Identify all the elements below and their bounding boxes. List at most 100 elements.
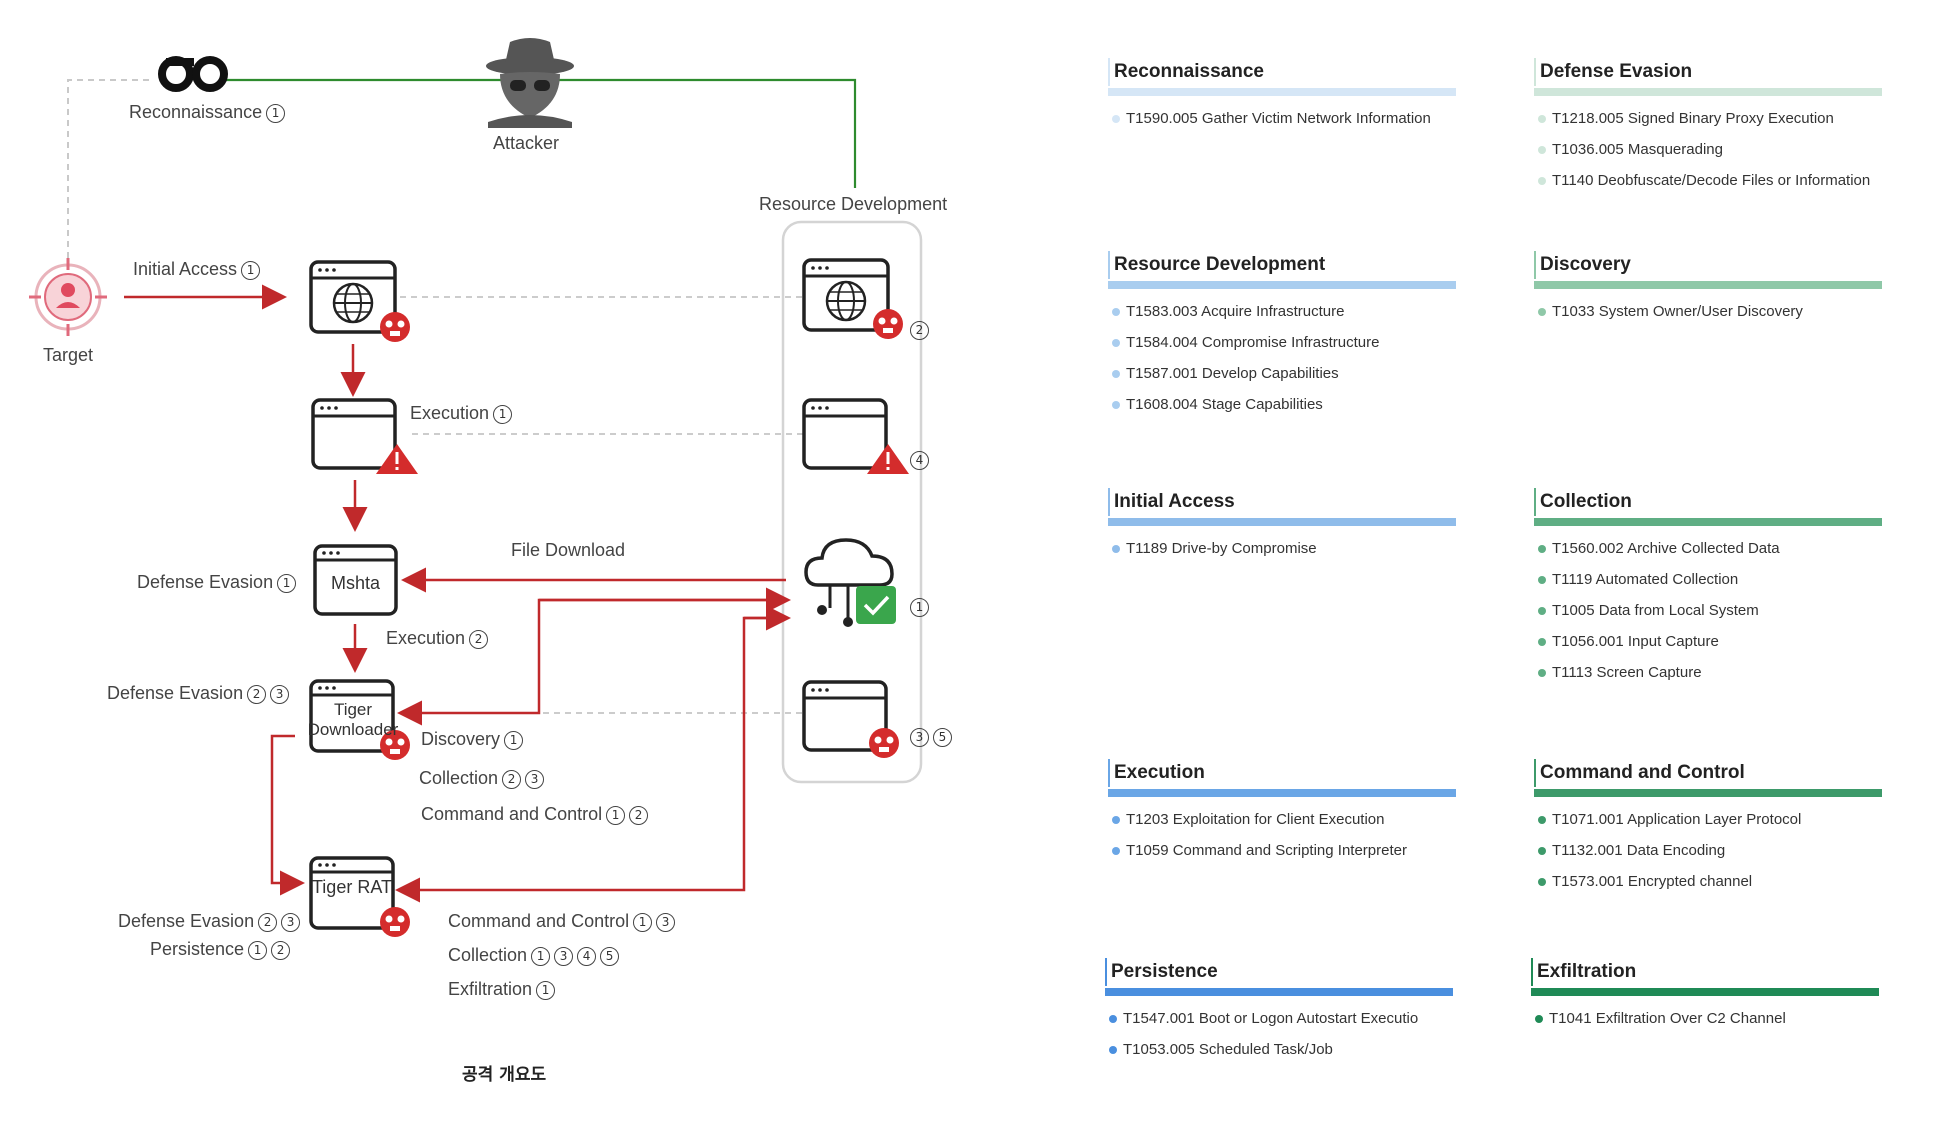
technique-text: T1056.001 Input Capture — [1552, 633, 1719, 650]
technique-item: T1071.001 Application Layer Protocol — [1534, 811, 1882, 828]
tactic-bar — [1108, 789, 1456, 797]
target-label: Target — [43, 345, 94, 365]
technique-item: T1189 Drive-by Compromise — [1108, 540, 1456, 557]
tactic-accent — [1534, 488, 1536, 516]
technique-text: T1573.001 Encrypted channel — [1552, 873, 1753, 890]
cloud-server-icon — [804, 538, 894, 627]
tactic-discovery: Discovery T1033 System Owner/User Discov… — [1534, 251, 1882, 320]
technique-text: T1113 Screen Capture — [1552, 664, 1702, 681]
technique-item: T1203 Exploitation for Client Execution — [1108, 811, 1456, 828]
technique-item: T1583.003 Acquire Infrastructure — [1108, 303, 1456, 320]
step-marker: 3 — [525, 769, 545, 789]
technique-text: T1203 Exploitation for Client Execution — [1126, 811, 1385, 828]
technique-item: T1119 Automated Collection — [1534, 571, 1882, 588]
step-marker: 2 — [271, 940, 291, 960]
attacker-label: Attacker — [493, 133, 560, 153]
web-page-window-icon — [802, 258, 890, 332]
step-marker: 3 — [910, 727, 929, 747]
tactic-title: Initial Access — [1114, 491, 1235, 512]
step-marker: 5 — [600, 946, 620, 966]
technique-item: T1056.001 Input Capture — [1534, 633, 1882, 650]
technique-text: T1608.004 Stage Capabilities — [1126, 396, 1323, 413]
technique-item: T1218.005 Signed Binary Proxy Execution — [1534, 110, 1882, 127]
technique-item: T1041 Exfiltration Over C2 Channel — [1531, 1010, 1879, 1027]
tactic-accent — [1105, 958, 1107, 986]
tactic-accent — [1108, 759, 1110, 787]
execution-text: Execution — [386, 628, 466, 648]
technique-item: T1113 Screen Capture — [1534, 664, 1882, 681]
tactic-command-and-control: Command and Control T1071.001 Applicatio… — [1534, 759, 1882, 890]
tactic-bar — [1534, 281, 1882, 289]
step-marker: 1 — [241, 260, 261, 280]
bullet-dot-icon — [1109, 1046, 1117, 1055]
downloader-c2-arrow-in — [397, 598, 786, 726]
collection-text: Collection — [419, 768, 499, 788]
tactic-resource-development: Resource Development T1583.003 Acquire I… — [1108, 251, 1456, 413]
step-marker: 2 — [502, 769, 522, 789]
step-marker: 1 — [910, 597, 929, 617]
tactic-collection: Collection T1560.002 Archive Collected D… — [1534, 488, 1882, 681]
technique-text: T1583.003 Acquire Infrastructure — [1126, 303, 1345, 320]
bullet-dot-icon — [1538, 177, 1546, 186]
technique-item: T1587.001 Develop Capabilities — [1108, 365, 1456, 382]
defense-evasion-text: Defense Evasion — [118, 911, 255, 931]
bullet-dot-icon — [1538, 308, 1546, 317]
step-marker: 2 — [247, 684, 267, 704]
tactic-bar — [1108, 518, 1456, 526]
tactic-bar — [1108, 281, 1456, 289]
step-marker: 2 — [910, 320, 929, 340]
tactic-execution: Execution T1203 Exploitation for Client … — [1108, 759, 1456, 859]
bullet-dot-icon — [1538, 669, 1546, 678]
mshta-label: Mshta — [330, 573, 381, 593]
payload-window-icon — [802, 680, 888, 752]
bullet-dot-icon — [1538, 816, 1546, 825]
technique-item: T1560.002 Archive Collected Data — [1534, 540, 1882, 557]
command-and-control-text: Command and Control — [448, 911, 630, 931]
warning-icon — [867, 444, 909, 474]
tactic-accent — [1108, 251, 1110, 279]
step-marker: 1 — [504, 730, 524, 750]
resource-marker-3: 1 — [906, 597, 929, 617]
binoculars-icon — [158, 56, 228, 92]
technique-text: T1132.001 Data Encoding — [1552, 842, 1726, 859]
technique-text: T1005 Data from Local System — [1552, 602, 1759, 619]
step-marker: 4 — [577, 946, 597, 966]
technique-item: T1608.004 Stage Capabilities — [1108, 396, 1456, 413]
technique-text: T1584.004 Compromise Infrastructure — [1126, 334, 1380, 351]
check-icon — [856, 586, 896, 624]
bullet-dot-icon — [1538, 146, 1546, 155]
tactic-title: Command and Control — [1540, 762, 1745, 783]
bullet-dot-icon — [1538, 847, 1546, 856]
technique-item: T1033 System Owner/User Discovery — [1534, 303, 1882, 320]
step-marker: 1 — [536, 980, 556, 1000]
defense-evasion-text: Defense Evasion — [107, 683, 244, 703]
technique-item: T1036.005 Masquerading — [1534, 141, 1882, 158]
resource-development-label: Resource Development — [759, 194, 948, 214]
bullet-dot-icon — [1538, 638, 1546, 647]
step-marker: 1 — [606, 805, 626, 825]
bullet-dot-icon — [1109, 1015, 1117, 1024]
execution-text: Execution — [410, 403, 490, 423]
technique-text: T1071.001 Application Layer Protocol — [1552, 811, 1802, 828]
step-marker: 3 — [270, 684, 290, 704]
skull-icon — [869, 728, 899, 758]
technique-text: T1036.005 Masquerading — [1552, 141, 1723, 158]
step-marker: 2 — [629, 805, 649, 825]
web-page-window-icon — [309, 260, 397, 334]
tactic-bar — [1534, 789, 1882, 797]
technique-text: T1140 Deobfuscate/Decode Files or Inform… — [1552, 172, 1871, 189]
technique-item: T1059 Command and Scripting Interpreter — [1108, 842, 1456, 859]
tactic-accent — [1108, 488, 1110, 516]
downloader-to-rat-arrow — [270, 734, 305, 896]
technique-text: T1590.005 Gather Victim Network Informat… — [1126, 110, 1431, 127]
tactic-title: Reconnaissance — [1114, 61, 1264, 82]
tactic-title: Defense Evasion — [1540, 61, 1693, 82]
tactic-defense-evasion: Defense Evasion T1218.005 Signed Binary … — [1534, 58, 1882, 189]
step-marker: 2 — [469, 629, 489, 649]
tactic-reconnaissance: Reconnaissance T1590.005 Gather Victim N… — [1108, 58, 1456, 127]
